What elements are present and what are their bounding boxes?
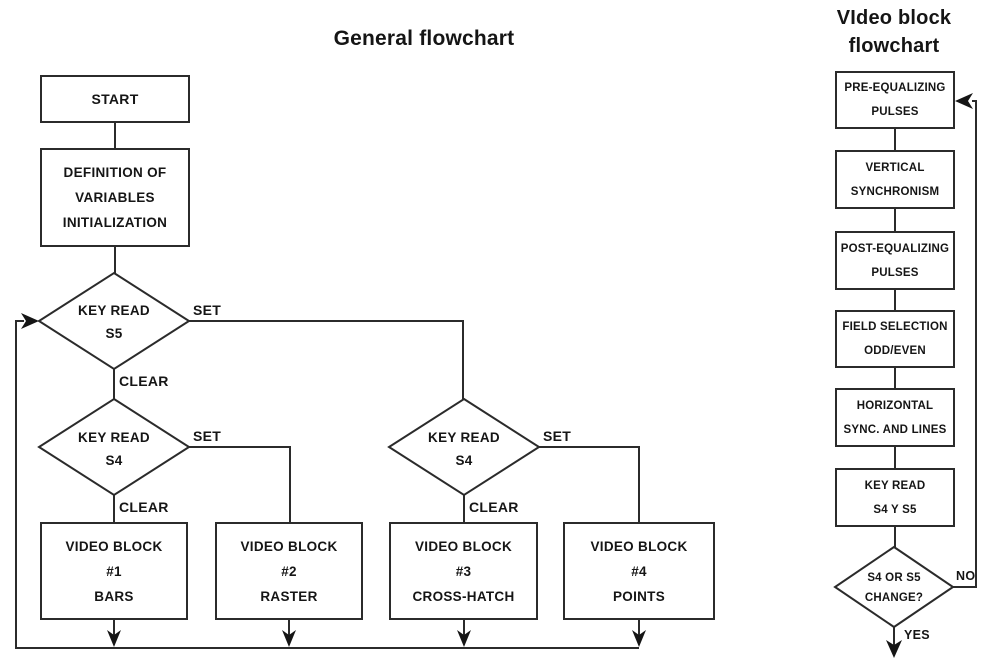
decision-key-read-s4-left: KEY READ S4 xyxy=(39,426,189,472)
decision-change-line1: S4 OR S5 xyxy=(867,572,921,584)
video-block-edges-path xyxy=(893,100,977,652)
decision-s5-line1: KEY READ xyxy=(78,303,150,318)
decision-change-shape xyxy=(833,545,955,629)
decision-key-read-s4-right: KEY READ S4 xyxy=(389,426,539,472)
video-block-flowchart-title: VIdeo block flowchart xyxy=(806,4,982,60)
video-block-flowchart-edges xyxy=(833,93,977,658)
step-key-read-s4-s5: KEY READ S4 Y S5 xyxy=(835,468,955,527)
step-field-selection: FIELD SELECTION ODD/EVEN xyxy=(835,310,955,368)
step-6-line1: KEY READ xyxy=(864,479,926,492)
step-1-line2: PULSES xyxy=(871,106,919,118)
step-1-line1: PRE-EQUALIZING xyxy=(844,82,946,94)
video-block-3-node: VIDEO BLOCK #3 CROSS-HATCH xyxy=(389,522,538,620)
general-flowchart-title: General flowchart xyxy=(333,27,515,50)
video-block-3-line3: CROSS-HATCH xyxy=(412,588,515,604)
step-post-equalizing-pulses: POST-EQUALIZING PULSES xyxy=(835,231,955,290)
decision-s5-line2: S5 xyxy=(105,326,123,341)
definition-line1: DEFINITION OF xyxy=(63,165,167,180)
decision-s4-right-shape xyxy=(387,397,541,497)
step-5-line1: HORIZONTAL xyxy=(856,399,934,412)
step-vertical-synchronism: VERTICAL SYNCHRONISM xyxy=(835,150,955,209)
step-2-line1: VERTICAL xyxy=(865,161,925,174)
definition-line3: INITIALIZATION xyxy=(62,215,168,230)
decision-s4-right-line1: KEY READ xyxy=(428,430,500,445)
video-block-4-line3: POINTS xyxy=(612,588,666,604)
step-3-line1: POST-EQUALIZING xyxy=(840,242,950,255)
step-4-line2: ODD/EVEN xyxy=(864,345,926,357)
decision-s5-shape xyxy=(37,271,191,371)
video-block-4-line2: #4 xyxy=(631,563,647,579)
definition-line2: VARIABLES xyxy=(75,190,155,205)
step-horizontal-sync: HORIZONTAL SYNC. AND LINES xyxy=(835,388,955,447)
step-pre-equalizing-pulses: PRE-EQUALIZING PULSES xyxy=(835,71,955,129)
definition-node: DEFINITION OF VARIABLES INITIALIZATION xyxy=(40,148,190,247)
video-block-1-line2: #1 xyxy=(106,563,122,579)
decision-s4-s5-change: S4 OR S5 CHANGE? xyxy=(835,568,953,608)
video-block-title-line1: VIdeo block xyxy=(836,7,952,29)
set-label-s4-right: SET xyxy=(543,428,572,444)
video-block-4-node: VIDEO BLOCK #4 POINTS xyxy=(563,522,715,620)
start-label: START xyxy=(91,90,139,107)
video-block-1-line3: BARS xyxy=(94,588,134,604)
video-block-1-node: VIDEO BLOCK #1 BARS xyxy=(40,522,188,620)
yes-label: YES xyxy=(904,628,930,642)
step-5-line2: SYNC. AND LINES xyxy=(843,423,947,436)
decision-s4-left-line1: KEY READ xyxy=(78,430,150,445)
video-block-4-line1: VIDEO BLOCK xyxy=(590,538,688,554)
step-6-line2: S4 Y S5 xyxy=(873,503,917,516)
no-label: NO xyxy=(956,569,976,583)
video-block-2-line3: RASTER xyxy=(260,588,318,604)
set-label-s5: SET xyxy=(193,302,222,318)
decision-s4-left-shape xyxy=(37,397,191,497)
step-2-line2: SYNCHRONISM xyxy=(850,185,940,198)
video-block-2-line1: VIDEO BLOCK xyxy=(240,538,338,554)
video-block-3-line2: #3 xyxy=(455,563,472,579)
general-edges-path xyxy=(15,123,640,649)
clear-label-s5: CLEAR xyxy=(119,373,169,389)
video-block-2-line2: #2 xyxy=(281,563,297,579)
decision-key-read-s5: KEY READ S5 xyxy=(39,299,189,345)
decision-change-line2: CHANGE? xyxy=(864,592,924,604)
set-label-s4-left: SET xyxy=(193,428,222,444)
start-node: START xyxy=(40,75,190,123)
general-flowchart-edges xyxy=(15,123,646,649)
video-block-3-line1: VIDEO BLOCK xyxy=(414,538,513,554)
step-3-line2: PULSES xyxy=(871,266,919,279)
clear-label-s4-right: CLEAR xyxy=(469,499,519,515)
decision-s4-right-line2: S4 xyxy=(455,453,473,468)
step-4-line1: FIELD SELECTION xyxy=(842,321,948,333)
video-block-title-line2: flowchart xyxy=(848,35,940,57)
video-block-2-node: VIDEO BLOCK #2 RASTER xyxy=(215,522,363,620)
decision-s4-left-line2: S4 xyxy=(105,453,123,468)
clear-label-s4-left: CLEAR xyxy=(119,499,169,515)
video-block-1-line1: VIDEO BLOCK xyxy=(65,538,163,554)
